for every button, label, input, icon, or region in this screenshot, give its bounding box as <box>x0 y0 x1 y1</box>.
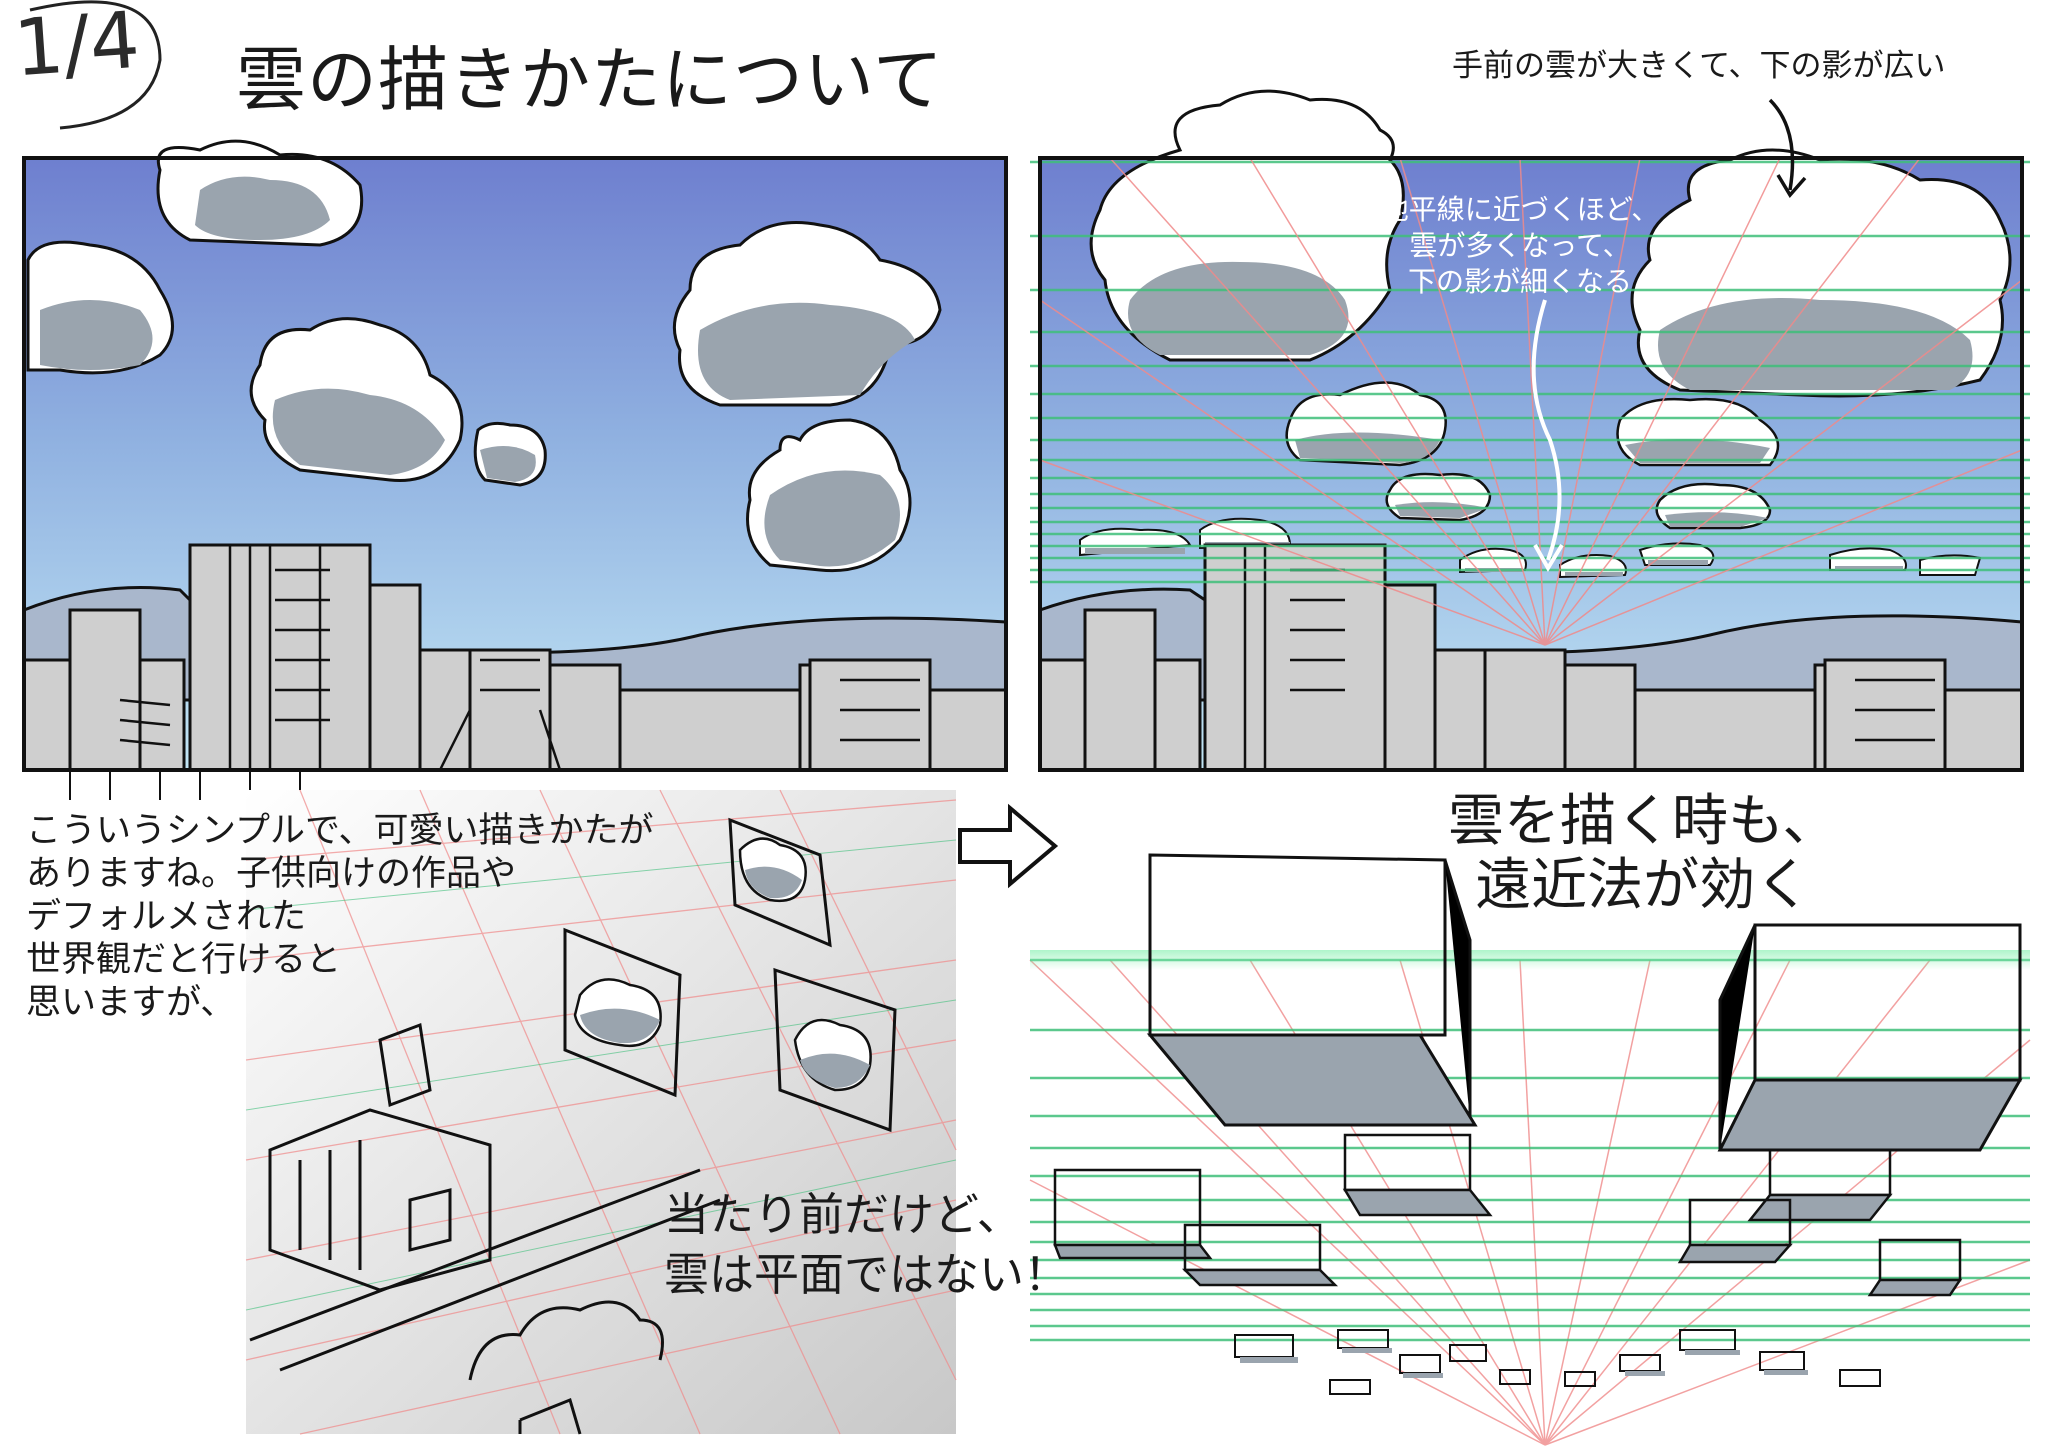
panel-perspective-boxes <box>1029 853 2031 1446</box>
panel-perspective-clouds <box>1030 89 2030 772</box>
note-simple-style-line: こういうシンプルで、可愛い描きかたが <box>26 811 654 851</box>
note-simple-style-line: 世界観だと行けると <box>26 940 342 980</box>
persp-city <box>1038 543 2024 772</box>
note-perspective-line: 雲を描く時も、 <box>1448 789 1839 854</box>
black-arrow-icon <box>1768 98 1795 191</box>
note-near-horizon-line: 下の影が細くなる <box>1407 265 1632 298</box>
note-simple-style: こういうシンプルで、可愛い描きかたが ありますね。子供向けの作品や デフォルメさ… <box>26 810 654 1025</box>
note-perspective-line: 遠近法が効く <box>1475 853 1812 918</box>
panel-isometric-sketch <box>245 789 957 1435</box>
note-not-flat-line: 雲は平面ではない！ <box>664 1248 1070 1301</box>
note-not-flat-line: 当たり前だけど、 <box>664 1188 1022 1241</box>
note-simple-style-line: ありますね。子供向けの作品や <box>26 854 517 894</box>
note-perspective: 雲を描く時も、 遠近法が効く <box>1448 790 1838 918</box>
note-near-horizon-line: 地平線に近づくほど、 <box>1380 193 1660 226</box>
page-title: 雲の描きかたについて <box>236 39 944 121</box>
simple-city <box>22 543 1008 772</box>
note-simple-style-line: 思いますが、 <box>26 983 236 1023</box>
simple-cloud-2 <box>26 240 174 375</box>
simple-cloud-4 <box>473 421 547 487</box>
simple-cloud-6 <box>746 418 912 573</box>
panel-simple-clouds <box>22 139 1008 800</box>
persp-cloud-right <box>1630 148 2012 398</box>
simple-cloud-5 <box>672 221 942 407</box>
white-arrow-icon <box>1531 299 1562 561</box>
page-number-circle <box>29 0 162 130</box>
simple-cloud-3 <box>249 317 464 482</box>
note-foreground-clouds: 手前の雲が大きくて、下の影が広い <box>1452 48 1946 84</box>
persp-cloud-left <box>1089 89 1405 362</box>
note-near-horizon: 地平線に近づくほど、 雲が多くなって、 下の影が細くなる <box>1360 192 1680 300</box>
note-near-horizon-line: 雲が多くなって、 <box>1409 229 1631 262</box>
vanishing-rays <box>1039 157 2023 646</box>
note-not-flat: 当たり前だけど、 雲は平面ではない！ <box>664 1185 1069 1305</box>
persp-cloud-horizon <box>1079 517 1982 579</box>
note-simple-style-line: デフォルメされた <box>26 897 307 937</box>
right-arrow-icon <box>958 803 1059 889</box>
simple-cloud-1 <box>156 139 364 247</box>
